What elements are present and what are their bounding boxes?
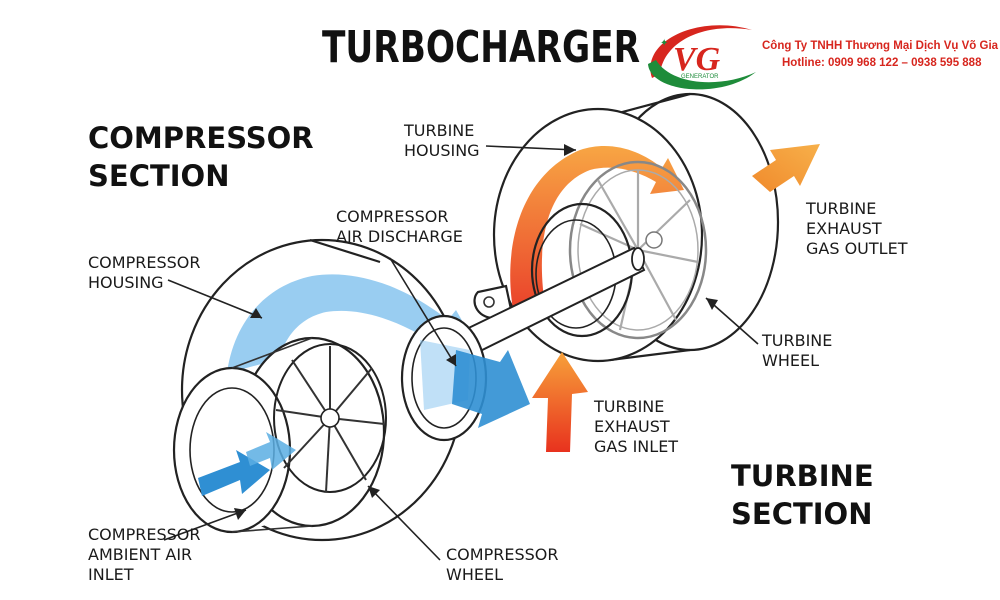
exhaust-inlet-arrow bbox=[532, 352, 588, 452]
compressed-air-flow-arrow bbox=[225, 274, 480, 452]
logo-subtext: GENERATOR bbox=[681, 74, 719, 80]
logo-swoosh-red bbox=[650, 25, 752, 78]
hot-gas-flow-arrow bbox=[510, 146, 684, 320]
compressor-section-label: COMPRESSOR SECTION bbox=[88, 121, 324, 193]
turbine-section-label: TURBINE SECTION bbox=[731, 459, 884, 531]
brand-logo: VG GENERATOR ✦ bbox=[648, 25, 756, 90]
ambient-air-inlet-arrows bbox=[198, 432, 296, 496]
exhaust-outlet-arrow bbox=[752, 144, 820, 192]
label-turbine-housing: TURBINE HOUSING bbox=[403, 121, 480, 160]
logo-swoosh-green bbox=[648, 60, 756, 90]
label-turbine-exhaust-gas-inlet: TURBINE EXHAUST GAS INLET bbox=[593, 397, 678, 456]
label-compressor-wheel: COMPRESSOR WHEEL bbox=[446, 545, 564, 584]
brand-company-name: Công Ty TNHH Thương Mại Dịch Vụ Võ Gia bbox=[762, 40, 999, 52]
label-turbine-exhaust-gas-outlet: TURBINE EXHAUST GAS OUTLET bbox=[805, 199, 908, 258]
logo-text: VG bbox=[673, 41, 721, 78]
brand-hotline: Hotline: 0909 968 122 – 0938 595 888 bbox=[782, 57, 982, 69]
label-compressor-air-discharge: COMPRESSOR AIR DISCHARGE bbox=[336, 207, 463, 246]
diagram-title: TURBOCHARGER bbox=[322, 22, 640, 73]
label-turbine-wheel: TURBINE WHEEL bbox=[761, 331, 837, 370]
compressor-wheel bbox=[273, 343, 387, 493]
discharge-air-arrow bbox=[452, 350, 530, 428]
logo-sparkle-icon: ✦ bbox=[660, 38, 668, 49]
label-compressor-ambient-air-inlet: COMPRESSOR AMBIENT AIR INLET bbox=[88, 525, 206, 584]
leader-lines bbox=[163, 144, 759, 561]
label-compressor-housing: COMPRESSOR HOUSING bbox=[88, 253, 206, 292]
